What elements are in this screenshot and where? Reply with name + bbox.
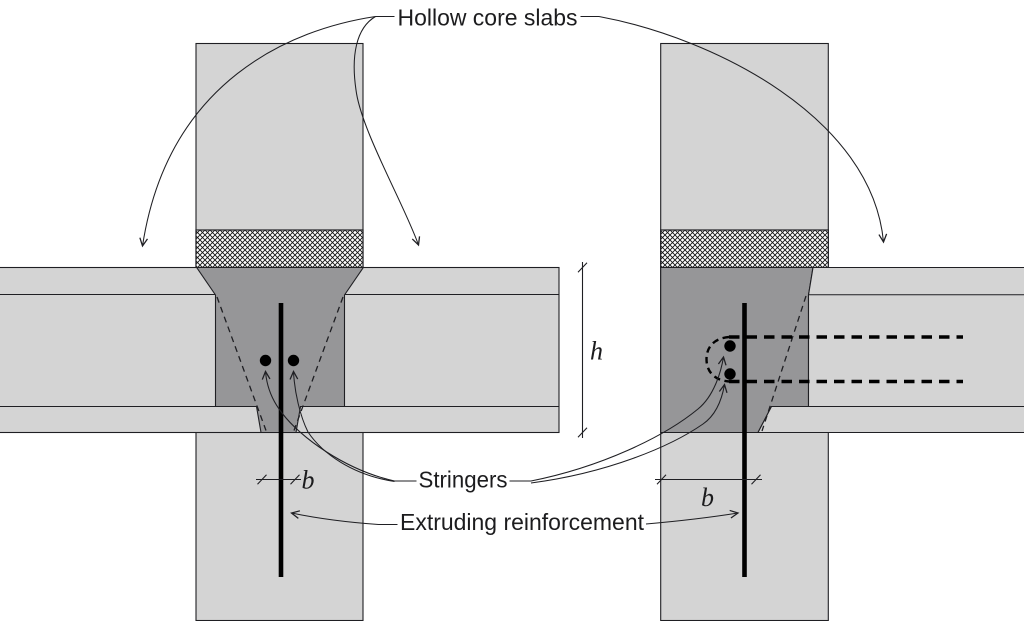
strand-end-loop-dashed (705, 335, 730, 383)
right-slab (757, 266, 1024, 434)
left-joint-section: b (0, 42, 560, 621)
leader-arrow-stringer-right-1 (530, 357, 724, 482)
annotations: Hollow core slabs Stringers Extruding re… (143, 5, 884, 535)
leader-arrow-stringer-left-2 (294, 372, 395, 483)
leader-arrow-stringer-left-1 (266, 372, 395, 482)
right-hidden-slab-end-edge (761, 295, 807, 432)
leader-arrow-extruding-right (645, 513, 738, 525)
slab-height-dimension: h (577, 262, 603, 438)
left-stringer-dot-1 (259, 354, 272, 367)
stringers-label: Stringers (419, 467, 508, 493)
left-b-dimension: b (256, 466, 315, 495)
right-joint-section: b (655, 42, 1024, 621)
right-stringer-dot-2 (724, 368, 736, 380)
leader-arrow-hollow-right-slab (598, 15, 884, 243)
left-bearing-pad-hatch (195, 229, 364, 269)
leader-arrow-extruding-left (292, 513, 379, 526)
right-b-dim-label: b (701, 483, 714, 512)
right-stringer-dot-1 (724, 340, 736, 352)
h-dim-ticks (577, 262, 588, 438)
left-b-dim-label: b (302, 466, 315, 495)
right-bearing-pad-hatch (660, 229, 829, 269)
h-dim-label: h (590, 337, 603, 366)
leader-arrow-hollow-left-slab (143, 15, 376, 247)
right-b-dim-ticks (656, 474, 761, 485)
left-stringer-dot-2 (287, 354, 300, 367)
leader-arrow-hollow-middle-slab (353, 16, 418, 246)
hollow-core-slabs-label: Hollow core slabs (398, 5, 578, 31)
left-b-dim-ticks (257, 474, 300, 485)
right-slab-flange-lines (808, 294, 1024, 408)
right-b-dimension: b (655, 474, 762, 512)
leader-arrow-stringer-right-2 (530, 385, 725, 484)
left-hidden-slab-end-edges (216, 296, 344, 431)
extruding-reinforcement-label: Extruding reinforcement (400, 509, 645, 535)
